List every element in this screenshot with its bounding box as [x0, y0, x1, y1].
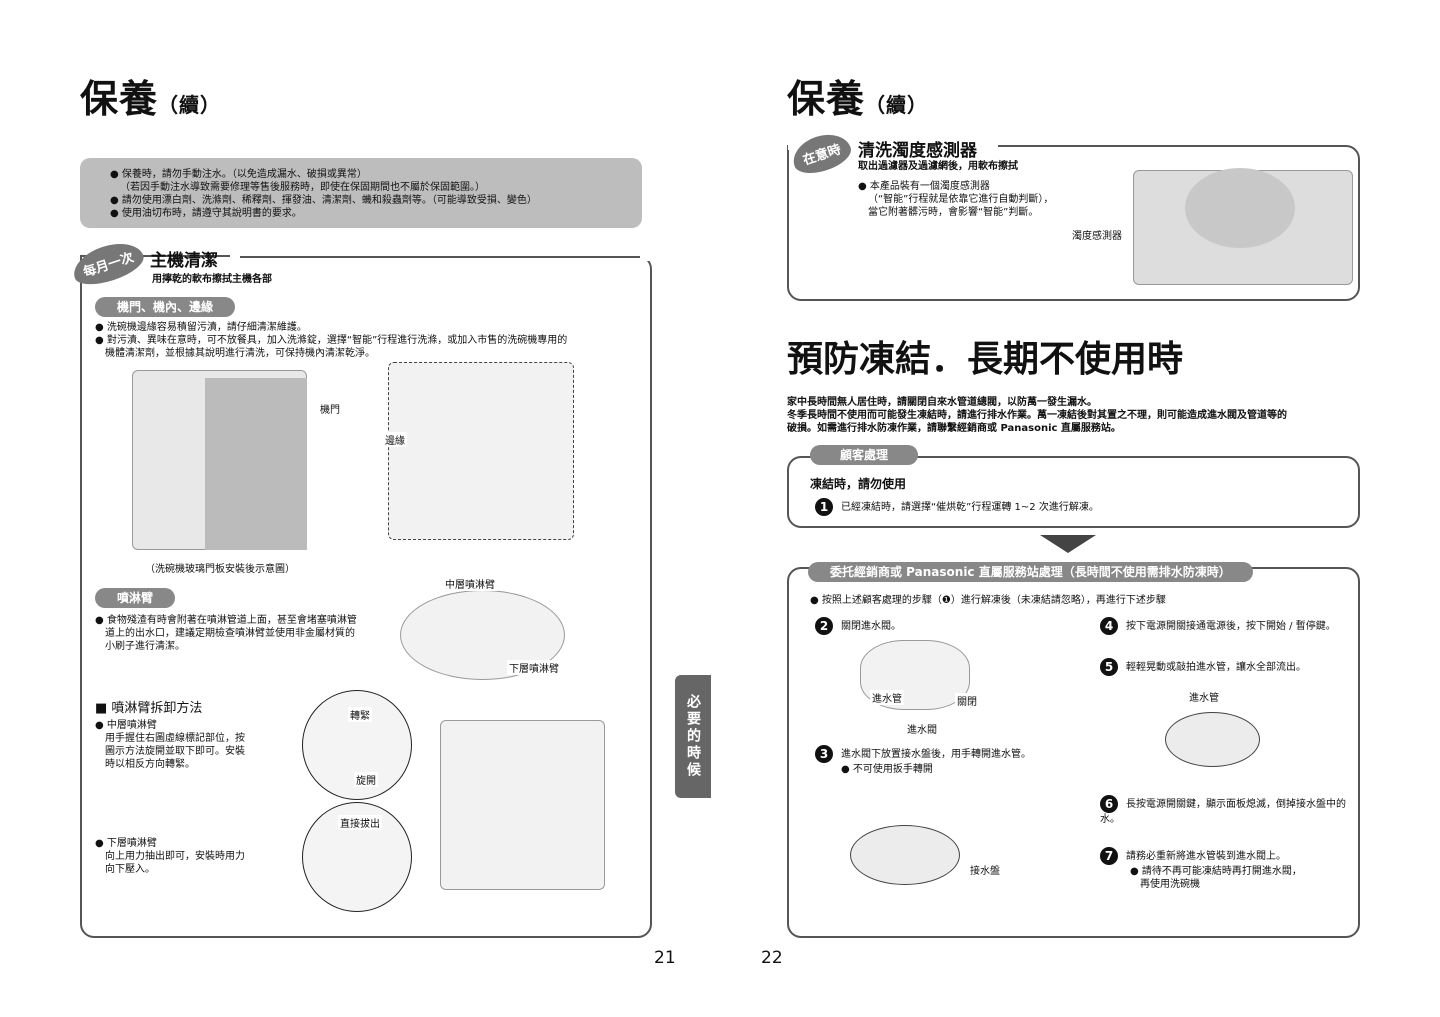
spray-arm-pill: 噴淋臂 — [95, 588, 176, 608]
label-edge: 邊緣 — [383, 432, 407, 447]
step-subtext: ● 不可使用扳手轉開 — [841, 764, 933, 775]
step-text: 按下電源開關接通電源後，按下開始 / 暫停鍵。 — [1126, 621, 1336, 632]
label-valve: 進水閥 — [905, 721, 939, 736]
text-line: ● 中層噴淋臂 — [95, 720, 157, 731]
label-tray: 接水盤 — [968, 862, 1002, 877]
text-line: （“智能”行程就是依靠它進行自動判斷）， — [868, 194, 1054, 205]
step-number: 3 — [815, 745, 833, 763]
step-subtext: ● 請待不再可能凍結時再打開進水閥， — [1130, 866, 1302, 877]
step-text: 請務必重新將進水管裝到進水閥上。 — [1126, 851, 1286, 862]
label-close: 關閉 — [955, 693, 979, 708]
step-number: 7 — [1100, 847, 1118, 865]
text-line: ● 本產品裝有一個濁度感測器 — [858, 181, 990, 192]
step-text: 關閉進水閥。 — [841, 621, 901, 632]
customer-box — [787, 456, 1360, 528]
dishwasher-open-illustration — [388, 362, 574, 540]
sensor-subtitle: 取出過濾器及過濾網後，用軟布擦拭 — [858, 161, 1018, 172]
step-5: 5 輕輕晃動或敲拍進水管，讓水全部流出。 — [1100, 658, 1306, 676]
text-line: 圖示方法旋開並取下即可。安裝 — [105, 746, 245, 757]
notice-line: ● 保養時，請勿手動注水。（以免造成漏水、破損或異常） — [110, 169, 367, 180]
text-line: ● 洗碗機邊緣容易積留污漬，請仔細清潔維護。 — [95, 322, 307, 333]
text-line: 家中長時間無人居住時，請關閉自來水管道總閥，以防萬一發生漏水。 — [787, 397, 1097, 408]
page-number: 21 — [654, 948, 676, 968]
sensor-box — [787, 145, 1360, 301]
dealer-note: ● 按照上述顧客處理的步驟（❶）進行解凍後（未凍結請忽略），再進行下述步驟 — [810, 595, 1166, 606]
side-tab: 必要的時候 — [675, 675, 711, 798]
figure-caption: （洗碗機玻璃門板安裝後示意圖） — [145, 564, 295, 575]
dishwasher-rack-illustration — [440, 720, 605, 890]
removal-title: ■ 噴淋臂拆卸方法 — [95, 701, 203, 716]
drain-illustration — [1165, 712, 1260, 767]
step-subtext: 再使用洗碗機 — [1140, 879, 1200, 890]
step-number: 6 — [1100, 795, 1118, 813]
text-line: 用手握住右圖虛線標記部位，按 — [105, 733, 245, 744]
tray-illustration — [850, 825, 960, 885]
left-page-title: 保養（續） — [80, 77, 222, 121]
page-number: 22 — [761, 948, 783, 968]
notice-box: ● 保養時，請勿手動注水。（以免造成漏水、破損或異常） （若因手動注水導致需要修… — [80, 158, 642, 228]
sensor-title: 清洗濁度感測器 — [858, 141, 977, 161]
step-number: 4 — [1100, 617, 1118, 635]
text-line: 向上用力抽出即可，安裝時用力 — [105, 851, 245, 862]
text-line: 道上的出水口，建議定期檢查噴淋臂並使用非金屬材質的 — [105, 628, 355, 639]
step-text: 長按電源開關鍵，顯示面板熄滅，倒掉接水盤中的水。 — [1100, 799, 1346, 825]
text-line: 當它附著髒污時，會影響“智能”判斷。 — [868, 207, 1039, 218]
text-line: ● 下層噴淋臂 — [95, 838, 157, 849]
step-7: 7 請務必重新將進水管裝到進水閥上。 ● 請待不再可能凍結時再打開進水閥， 再使用… — [1100, 847, 1302, 891]
step-number: 1 — [815, 498, 833, 516]
label-low-arm: 下層噴淋臂 — [507, 660, 561, 675]
text-line: ● 食物殘渣有時會附著在噴淋管道上面，甚至會堵塞噴淋管 — [95, 615, 357, 626]
freeze-title: 預防凍結．長期不使用時 — [787, 339, 1184, 380]
label-sensor: 濁度感測器 — [1070, 227, 1124, 242]
text-line: 向下壓入。 — [105, 864, 155, 875]
step-text: 已經凍結時，請選擇“催烘乾”行程運轉 1~2 次進行解凍。 — [841, 502, 1099, 513]
label-mid-arm: 中層噴淋臂 — [443, 576, 497, 591]
label-tighten: 轉緊 — [348, 707, 372, 722]
text-line: 機體清潔劑，並根據其說明進行清洗，可保持機內清潔乾淨。 — [105, 348, 375, 359]
arrow-down-icon — [1040, 535, 1096, 553]
notice-line: ● 請勿使用漂白劑、洗滌劑、稀釋劑、揮發油、清潔劑、蟣和殺蟲劑等。（可能導致受損… — [110, 195, 537, 206]
step-3: 3 進水閥下放置接水盤後，用手轉開進水管。 ● 不可使用扳手轉開 — [815, 745, 1031, 776]
section-title: 主機清潔 — [150, 251, 218, 271]
notice-line: ● 使用油切布時，請遵守其說明書的要求。 — [110, 208, 302, 219]
customer-title: 凍結時，請勿使用 — [810, 477, 907, 491]
text-line: ● 對污漬、異味在意時，可不放餐具，加入洗滌錠，選擇“智能”行程進行洗滌，或加入… — [95, 335, 568, 346]
step-4: 4 按下電源開關接通電源後，按下開始 / 暫停鍵。 — [1100, 617, 1336, 635]
label-pull: 直接拔出 — [338, 815, 382, 830]
section-subtitle: 用擰乾的軟布擦拭主機各部 — [152, 274, 272, 285]
step-number: 5 — [1100, 658, 1118, 676]
step-1: 1 已經凍結時，請選擇“催烘乾”行程運轉 1~2 次進行解凍。 — [815, 498, 1099, 516]
right-page-title: 保養（續） — [787, 77, 929, 121]
customer-pill: 顧客處理 — [810, 445, 919, 465]
text-line: 冬季長時間不使用而可能發生凍結時，請進行排水作業。萬一凍結後對其置之不理，則可能… — [787, 410, 1287, 421]
step-text: 進水閥下放置接水盤後，用手轉開進水管。 — [841, 749, 1031, 760]
step-number: 2 — [815, 617, 833, 635]
notice-line: （若因手動注水導致需要修理等售後服務時，即使在保固期間也不屬於保固範圍。） — [120, 182, 485, 193]
label-hose-2: 進水管 — [1187, 689, 1221, 704]
label-door: 機門 — [318, 401, 342, 416]
step-text: 輕輕晃動或敲拍進水管，讓水全部流出。 — [1126, 662, 1306, 673]
label-hose: 進水管 — [870, 690, 904, 705]
label-loosen: 旋開 — [354, 772, 378, 787]
text-line: 時以相反方向轉緊。 — [105, 759, 195, 770]
text-line: 小刷子進行清潔。 — [105, 641, 185, 652]
step-2: 2 關閉進水閥。 — [815, 617, 901, 635]
text-line: 破損。如需進行排水防凍作業，請聯繫經銷商或 Panasonic 直屬服務站。 — [787, 423, 1121, 434]
dealer-pill: 委托經銷商或 Panasonic 直屬服務站處理（長時間不使用需排水防凍時） — [808, 562, 1253, 582]
door-section-pill: 機門、機內、邊緣 — [95, 297, 236, 317]
